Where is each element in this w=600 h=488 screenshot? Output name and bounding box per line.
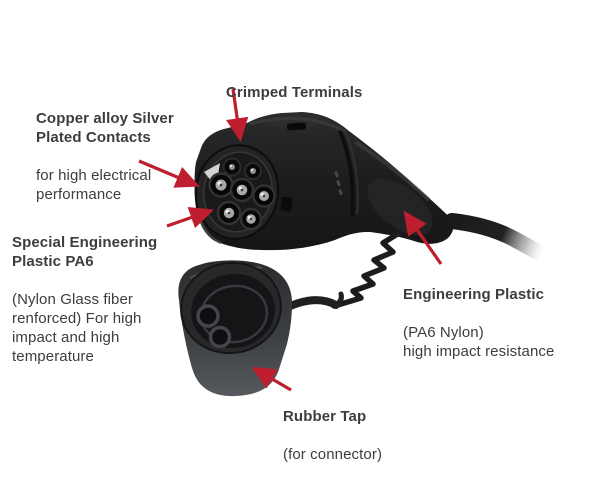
pin-mid-right (252, 184, 276, 208)
body-top-highlight (249, 116, 347, 134)
pin-small-left (222, 157, 242, 177)
label-engineering-plastic: Engineering Plastic (PA6 Nylon) high imp… (403, 266, 554, 380)
latch-slot (286, 122, 307, 131)
label-desc: (for connector) (283, 446, 383, 463)
label-crimped-terminals: Crimped Terminals (226, 64, 362, 140)
type2-plug (194, 112, 454, 251)
cap-ring-lower (208, 325, 232, 349)
arrow-rubber-tap (251, 366, 292, 392)
arrow-crimped-terminals (226, 88, 249, 143)
cap-ring-upper (196, 304, 220, 328)
pin-mid-center (229, 177, 255, 203)
label-title: Engineering Plastic (403, 286, 545, 303)
cable (444, 213, 547, 261)
label-desc: (PA6 Nylon) high impact resistance (403, 324, 555, 360)
label-title: Rubber Tap (283, 408, 367, 425)
collar-ridge-highlight (344, 129, 359, 215)
strap-hook (333, 291, 344, 308)
callout-arrows (138, 88, 443, 392)
arrow-copper-contacts (138, 159, 200, 188)
label-desc: (Nylon Glass fiber renforced) For high i… (12, 291, 142, 365)
pin-small-right (244, 162, 262, 180)
label-copper-contacts: Copper alloy Silver Plated Contacts for … (36, 90, 174, 223)
collar-ridge (338, 130, 355, 218)
latch-facet (258, 113, 333, 130)
label-title: Crimped Terminals (226, 84, 363, 101)
label-desc: for high electrical performance (36, 167, 152, 203)
contact-pins (208, 157, 276, 231)
label-special-plastic: Special Engineering Plastic PA6 (Nylon G… (12, 214, 157, 385)
side-slot (280, 196, 293, 212)
pin-mid-left (208, 172, 234, 198)
pin-bottom-left (216, 200, 242, 226)
label-title: Special Engineering Plastic PA6 (12, 234, 158, 270)
pin-bottom-right (239, 207, 263, 231)
label-title: Copper alloy Silver Plated Contacts (36, 110, 174, 146)
arrow-special-plastic (166, 206, 214, 229)
mold-marks (334, 171, 343, 196)
label-rubber-tap: Rubber Tap (for connector) (283, 388, 382, 483)
arrow-engineering-plastic (403, 210, 443, 265)
handle-highlight (353, 140, 431, 202)
rubber-cap (178, 260, 292, 397)
